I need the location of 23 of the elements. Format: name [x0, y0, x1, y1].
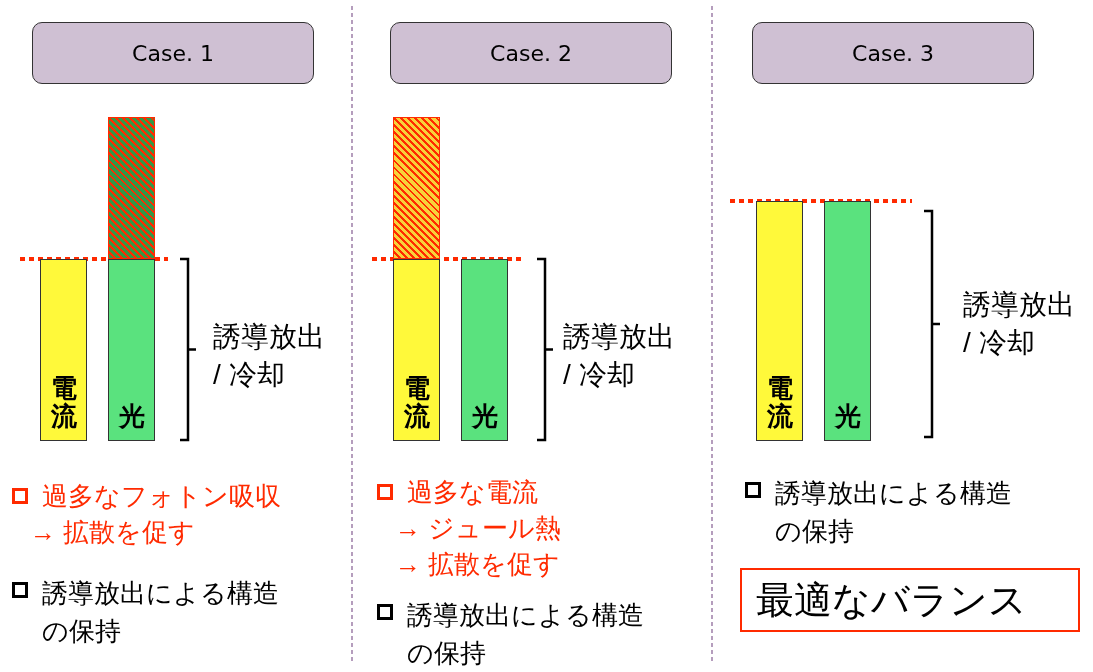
bar: 光	[824, 201, 871, 441]
hatched-bar	[393, 117, 440, 259]
text-label: 誘導放出 / 冷却	[213, 320, 326, 392]
text-label: → 拡散を促す	[395, 548, 561, 580]
text-label: 誘導放出による構造の保持	[42, 577, 280, 648]
text-label: 誘導放出 / 冷却	[963, 288, 1076, 360]
text-label: 誘導放出 / 冷却	[563, 320, 676, 392]
text-label: 誘導放出による構造の保持	[407, 599, 645, 670]
result-box: 最適なバランス	[740, 568, 1080, 632]
bar: 電流	[393, 259, 440, 441]
bar: 電流	[40, 259, 87, 441]
case-header: Case. 2	[390, 22, 672, 84]
bar: 電流	[756, 201, 803, 441]
case-header: Case. 1	[32, 22, 314, 84]
hatched-bar	[108, 117, 155, 259]
bar: 光	[461, 259, 508, 441]
bar: 光	[108, 259, 155, 441]
text-label: 誘導放出による構造の保持	[775, 477, 1013, 548]
text-label: 過多なフォトン吸収	[42, 480, 281, 512]
text-label: → 拡散を促す	[30, 516, 196, 548]
text-label: 過多な電流	[407, 476, 538, 508]
text-label: → ジュール熱	[395, 512, 562, 544]
case-header: Case. 3	[752, 22, 1034, 84]
